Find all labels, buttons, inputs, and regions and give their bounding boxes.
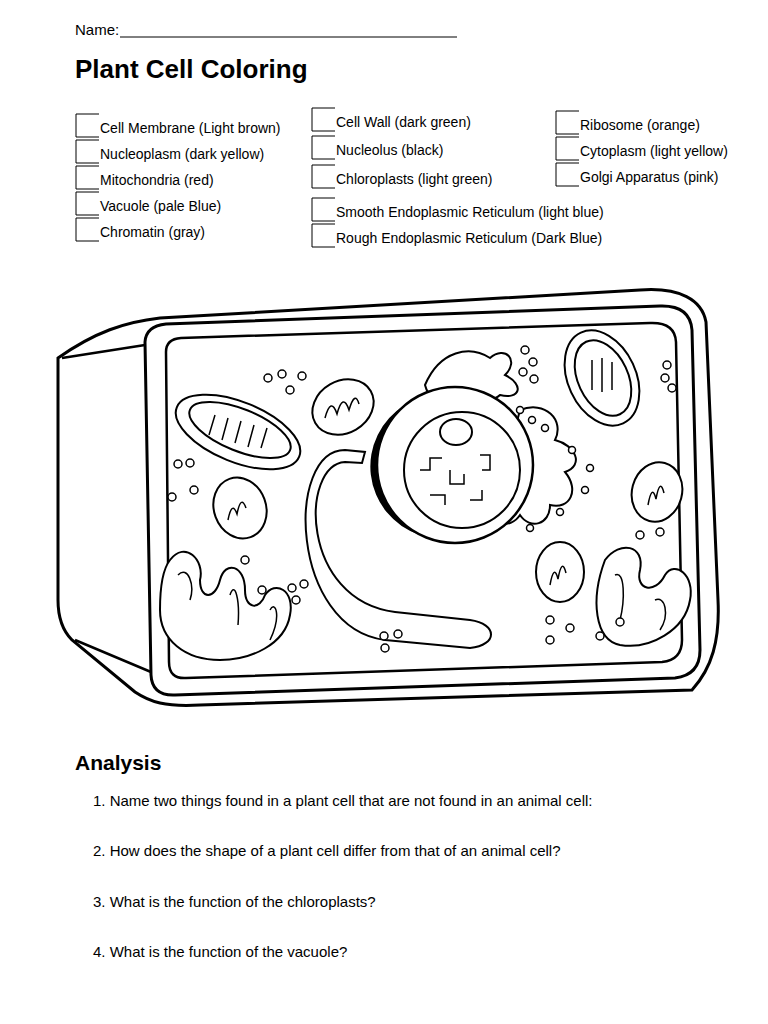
checkbox xyxy=(556,163,579,186)
legend-label: Ribosome (orange) xyxy=(580,117,700,134)
cell-wall-outer xyxy=(58,290,718,706)
question: 1. Name two things found in a plant cell… xyxy=(93,792,592,810)
legend-label: Mitochondria (red) xyxy=(100,172,214,189)
legend-label: Smooth Endoplasmic Reticulum (light blue… xyxy=(336,204,604,221)
checkbox-line xyxy=(556,186,579,187)
checkbox-line xyxy=(76,189,99,190)
checkbox-line xyxy=(76,241,99,242)
checkbox xyxy=(312,165,335,188)
legend-label: Nucleolus (black) xyxy=(336,142,443,159)
wall-edge xyxy=(75,640,151,672)
checkbox xyxy=(76,140,99,163)
checkbox xyxy=(76,114,99,137)
checkbox-line xyxy=(556,134,579,135)
checkbox-line xyxy=(76,215,99,216)
cell-wall-front xyxy=(145,306,700,695)
section-heading: Analysis xyxy=(75,750,161,775)
checkbox-line xyxy=(312,131,335,132)
legend-label: Cell Wall (dark green) xyxy=(336,114,471,131)
checkbox xyxy=(76,192,99,215)
checkbox xyxy=(312,136,335,159)
checkbox-line xyxy=(312,159,335,160)
checkbox-line xyxy=(312,247,335,248)
checkbox-line xyxy=(556,160,579,161)
checkbox-line xyxy=(312,221,335,222)
legend-label: Golgi Apparatus (pink) xyxy=(580,169,719,186)
checkbox-line xyxy=(312,188,335,189)
checkbox xyxy=(76,218,99,241)
checkbox xyxy=(312,198,335,221)
checkbox xyxy=(556,111,579,134)
legend-label: Cell Membrane (Light brown) xyxy=(100,120,281,137)
checkbox xyxy=(312,108,335,131)
name-field: Name: xyxy=(75,21,119,39)
ribosome xyxy=(168,346,676,652)
worksheet-title: Plant Cell Coloring xyxy=(75,54,308,85)
legend-label: Rough Endoplasmic Reticulum (Dark Blue) xyxy=(336,230,602,247)
name-line xyxy=(120,37,457,38)
question: 4. What is the function of the vacuole? xyxy=(93,943,347,961)
legend-label: Nucleoplasm (dark yellow) xyxy=(100,146,264,163)
legend-label: Chloroplasts (light green) xyxy=(336,171,492,188)
checkbox xyxy=(556,137,579,160)
question: 3. What is the function of the chloropla… xyxy=(93,893,376,911)
legend-label: Cytoplasm (light yellow) xyxy=(580,143,728,160)
checkbox xyxy=(76,166,99,189)
checkbox xyxy=(312,224,335,247)
nucleus xyxy=(370,387,533,543)
wall-edge xyxy=(62,345,145,358)
legend-label: Vacuole (pale Blue) xyxy=(100,198,221,215)
question: 2. How does the shape of a plant cell di… xyxy=(93,842,561,860)
legend-label: Chromatin (gray) xyxy=(100,224,205,241)
checkbox-line xyxy=(76,137,99,138)
checkbox-line xyxy=(76,163,99,164)
